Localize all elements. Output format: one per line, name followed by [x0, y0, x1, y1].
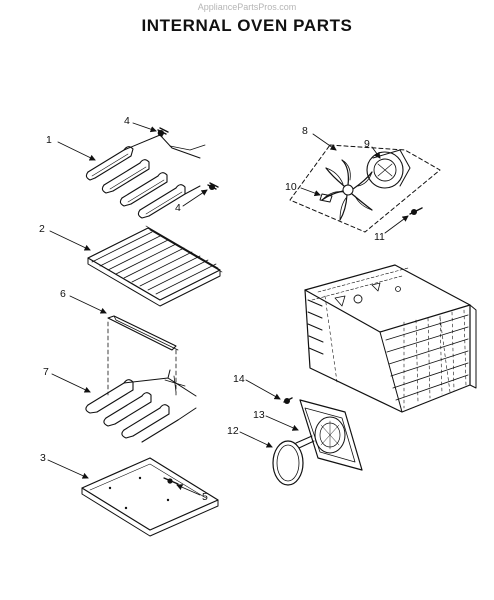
- callout-9: 9: [364, 138, 370, 150]
- callout-4-bottom: 4: [175, 202, 181, 214]
- broil-element: [85, 134, 206, 219]
- screw-4a: [157, 127, 169, 137]
- convection-fan-assembly: [289, 144, 441, 233]
- callout-7: 7: [43, 366, 49, 378]
- wire-shield: [107, 315, 179, 396]
- bake-element: [85, 369, 197, 443]
- callout-4-top: 4: [124, 115, 130, 127]
- fan-nut: [319, 193, 333, 203]
- callout-11: 11: [374, 231, 385, 243]
- callout-10: 10: [285, 181, 297, 193]
- callout-3: 3: [40, 452, 46, 464]
- callout-6: 6: [60, 288, 66, 300]
- callout-14: 14: [233, 373, 245, 385]
- screw-14: [283, 397, 293, 404]
- screw-4b: [207, 182, 219, 190]
- callout-12: 12: [227, 425, 239, 437]
- bottom-panel: [81, 457, 219, 537]
- callout-13: 13: [253, 409, 265, 421]
- callout-2: 2: [39, 223, 45, 235]
- convection-cover: [299, 399, 363, 471]
- watermark: AppliancePartsPros.com: [197, 2, 297, 12]
- oven-rack: [87, 225, 223, 307]
- callout-8: 8: [302, 125, 308, 137]
- oven-cavity: [304, 264, 477, 413]
- callout-1: 1: [46, 134, 52, 146]
- callout-5: 5: [202, 491, 208, 503]
- fan-motor: [366, 149, 411, 189]
- fan-blade: [321, 159, 373, 221]
- screw-11: [409, 207, 423, 215]
- page-title: INTERNAL OVEN PARTS: [141, 16, 353, 35]
- convection-element: [272, 435, 315, 486]
